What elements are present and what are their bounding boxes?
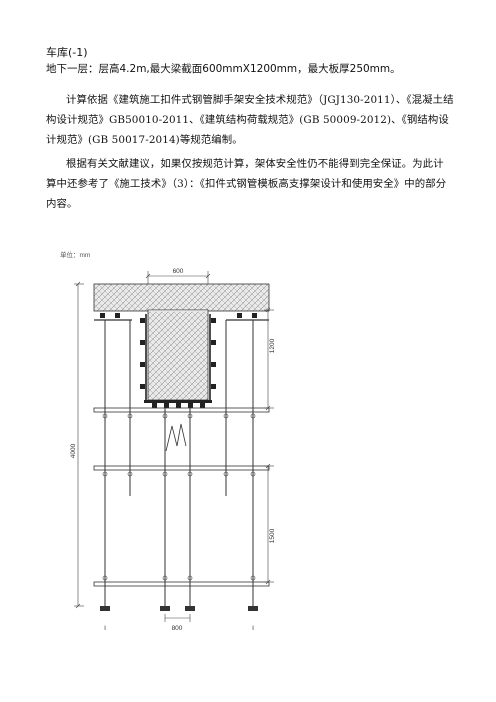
dim-spacing-label: 800: [172, 625, 183, 632]
section-subtitle: 地下一层：层高4.2m,最大梁截面600mmX1200mm，最大板厚250mm。: [46, 63, 401, 75]
mark-left: I: [104, 625, 106, 632]
beam-bottom-form: [144, 400, 212, 403]
paragraph-basis: 计算依据《建筑施工扣件式钢管脚手架安全技术规范》（JGJ130-2011）、《混…: [46, 94, 454, 146]
beam-side-formwork: [145, 314, 211, 400]
formwork-support-diagram: 单位：mm 600: [60, 250, 276, 632]
break-symbol: [165, 423, 187, 452]
dim-step: [264, 463, 274, 585]
ledger-couplers: [102, 413, 256, 581]
dim-beam-width: [145, 271, 211, 286]
paragraph-references: 根据有关文献建议，如果仅按规范计算，架体安全性仍不能得到完全保证。为此计算中还参…: [46, 158, 447, 210]
base-plates: [100, 606, 258, 611]
ledgers: [93, 407, 270, 587]
dim-beam-height: [264, 307, 274, 411]
dim-total-height-label: 4000: [70, 443, 77, 458]
unit-label: 单位：mm: [60, 250, 90, 259]
dim-spacing: [164, 614, 191, 622]
concrete-slab: [93, 283, 270, 312]
dim-beam-height-label: 1200: [269, 338, 276, 353]
dim-beam-width-label: 600: [173, 268, 184, 275]
dim-step-label: 1500: [269, 528, 276, 543]
concrete-beam: [147, 309, 209, 401]
mark-right: I: [252, 625, 254, 632]
dim-total-height: [74, 281, 84, 609]
beam-side-studs: [140, 318, 216, 389]
section-title: 车库(-1): [46, 46, 88, 59]
slab-joists: [100, 313, 257, 318]
